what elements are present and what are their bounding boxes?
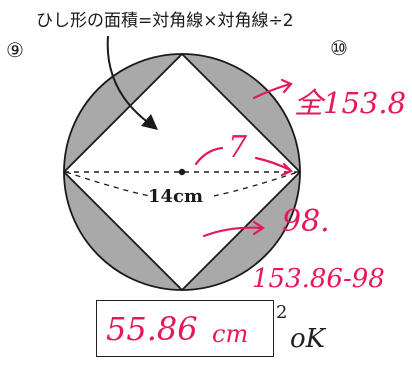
center-point xyxy=(178,168,186,176)
dimension-label: 14cm xyxy=(148,186,204,207)
red-radius-arrow-head xyxy=(280,162,293,177)
dimension-arc-right xyxy=(213,171,299,197)
red-arrow-line-whole xyxy=(252,82,292,100)
red-arrow-line-rhombus xyxy=(202,226,264,238)
problem-number-current: ⑨ xyxy=(6,38,24,62)
final-answer-value: 55.86 xyxy=(106,310,198,348)
red-arrow-head-whole xyxy=(280,78,293,94)
pointer-arrow-line xyxy=(106,35,151,125)
area-formula-text: ひし形の面積=対角線×対角線÷2 xyxy=(36,11,294,31)
check-mark-ok: oK xyxy=(290,324,326,354)
radius-note: 7 xyxy=(228,130,248,165)
pointer-arrow-head xyxy=(141,114,158,130)
red-radius-mark xyxy=(194,146,224,166)
final-answer-unit-power: 2 xyxy=(276,302,288,323)
whole-area-note: 全153.8 xyxy=(294,86,407,120)
red-arrow-head-rhombus xyxy=(252,220,265,236)
answer-box xyxy=(96,300,274,357)
dimension-arc-left xyxy=(65,171,151,197)
problem-number-next: ⑩ xyxy=(330,36,348,60)
final-answer-unit: cm xyxy=(212,320,249,348)
subtraction-note: 153.86-98 xyxy=(252,264,385,294)
rhombus-area-note: 98. xyxy=(282,204,330,239)
